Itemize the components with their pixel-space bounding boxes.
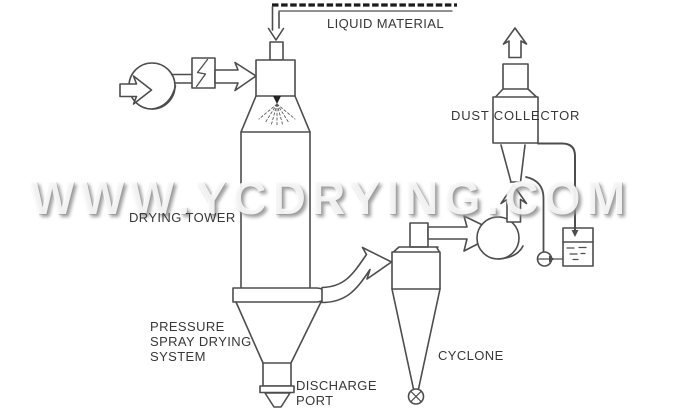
scrubber-tank bbox=[562, 227, 594, 267]
label-cyclone: CYCLONE bbox=[438, 348, 504, 363]
collector-neck bbox=[502, 63, 529, 90]
exhaust-fan-icon bbox=[476, 216, 524, 260]
discharge-funnel bbox=[264, 392, 291, 408]
hot-air-arrow-icon bbox=[214, 61, 257, 92]
pump-icon bbox=[536, 251, 564, 267]
label-liquid-material: LIQUID MATERIAL bbox=[327, 16, 445, 31]
discharge-box bbox=[262, 362, 292, 387]
nozzle-inlet-pipe bbox=[269, 41, 284, 61]
spray-nozzle-icon bbox=[258, 96, 296, 128]
liquid-feed-pipe bbox=[267, 3, 457, 61]
label-drying-tower: DRYING TOWER bbox=[129, 210, 236, 225]
tower-flange bbox=[232, 287, 326, 303]
exhaust-air-arrow-icon bbox=[502, 27, 528, 59]
rotary-valve-icon bbox=[407, 388, 425, 405]
discharge-band bbox=[259, 385, 295, 394]
label-discharge-port: DISCHARGE PORT bbox=[296, 378, 377, 408]
cyclone-vessel bbox=[391, 222, 441, 405]
fan-drain-pipe bbox=[525, 176, 545, 252]
dust-collector-vessel bbox=[492, 63, 539, 183]
label-system-caption: PRESSURE SPRAY DRYING SYSTEM bbox=[150, 319, 252, 364]
fan-to-collector-arrow bbox=[500, 184, 528, 223]
intake-arrow-icon bbox=[119, 75, 153, 105]
feed-arrow-icon bbox=[267, 27, 285, 41]
label-dust-collector: DUST COLLECTOR bbox=[451, 108, 581, 123]
heater-icon bbox=[191, 57, 216, 89]
collector-drain-pipe bbox=[537, 142, 579, 237]
tower-to-cyclone-duct-arrow bbox=[321, 246, 393, 304]
watermark: WWW.YCDRYING.COM bbox=[30, 171, 631, 224]
drying-tower-vessel bbox=[232, 59, 326, 408]
